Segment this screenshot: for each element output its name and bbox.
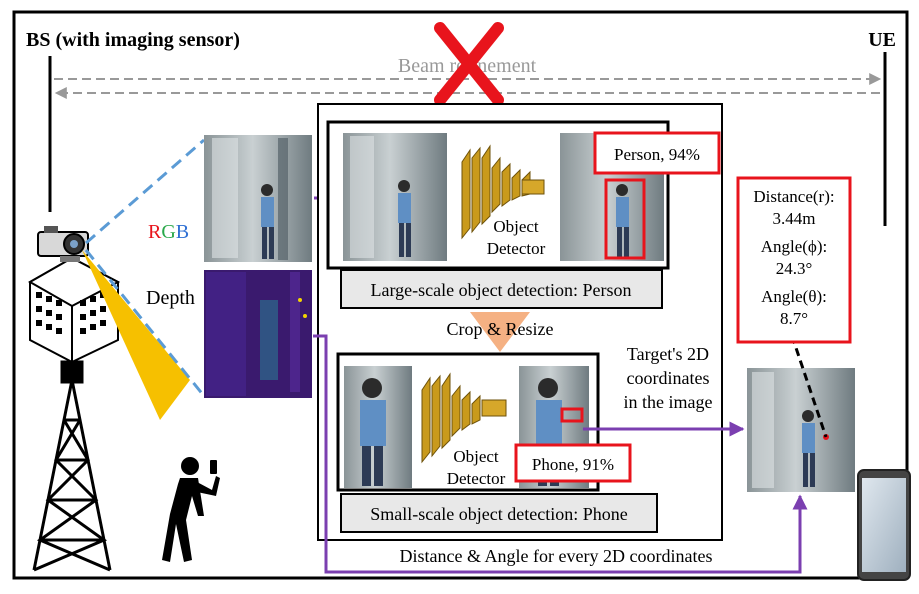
object-detector-icon: [421, 372, 507, 464]
small-stage-caption-box: [340, 493, 658, 533]
depth-label: Depth: [146, 287, 195, 309]
large-stage-caption-box: [340, 269, 663, 309]
large-input-image: [343, 133, 447, 261]
depth-to-result-arrow: [313, 334, 808, 574]
measurement-box: [736, 176, 852, 344]
object-detector-icon: [461, 144, 545, 240]
beam-cone: [82, 250, 190, 420]
small-detector-label-line1: Object: [453, 447, 499, 466]
phone-device-icon: [857, 469, 911, 581]
angle-theta-label: Angle(θ):: [761, 287, 827, 306]
target-text-line1: Target's 2D: [627, 344, 709, 364]
phone-bounding-box: [560, 407, 584, 423]
rgb-image: [204, 135, 312, 262]
large-detector-label-line2: Detector: [487, 239, 546, 258]
camera-icon: [37, 226, 89, 262]
crop-resize-arrow: [470, 312, 530, 352]
angle-phi-value: 24.3°: [776, 259, 813, 278]
rgb-label-b: B: [176, 221, 189, 243]
result-image: [747, 368, 855, 492]
distance-label: Distance(r):: [753, 187, 834, 206]
small-detector-label-line2: Detector: [447, 469, 506, 488]
bs-label: BS (with imaging sensor): [26, 29, 240, 51]
person-bounding-box: [604, 178, 646, 260]
base-station-building-icon: [27, 256, 121, 364]
rgb-label-g: G: [161, 221, 175, 243]
angle-theta-value: 8.7°: [780, 309, 808, 328]
field-of-view-lines: [84, 138, 206, 397]
walking-person-icon: [162, 457, 220, 562]
angle-phi-label: Angle(ϕ):: [761, 237, 828, 256]
cell-tower-icon: [32, 360, 112, 572]
small-stage-caption: Small-scale object detection: Phone: [370, 504, 627, 524]
distance-value: 3.44m: [773, 209, 816, 228]
ue-label: UE: [868, 29, 896, 51]
target-text-line3: in the image: [624, 392, 713, 412]
rgb-label: RGB: [148, 221, 189, 243]
small-input-image: [344, 366, 412, 488]
phone-detection-tag: [514, 443, 632, 483]
depth-image: [204, 270, 312, 398]
cancel-x-icon: [434, 22, 504, 106]
phone-detection-label: Phone, 91%: [532, 455, 614, 474]
beam-refinement-arrows: [54, 73, 882, 99]
person-detection-label: Person, 94%: [614, 145, 700, 164]
large-stage-caption: Large-scale object detection: Person: [370, 280, 631, 300]
target-text-line2: coordinates: [627, 368, 710, 388]
large-detector-label-line1: Object: [493, 217, 539, 236]
rgb-label-r: R: [148, 221, 162, 243]
person-detection-tag: [593, 131, 721, 175]
crop-resize-label: Crop & Resize: [447, 319, 554, 339]
bottom-label: Distance & Angle for every 2D coordinate…: [400, 546, 713, 566]
distance-ray: [790, 335, 828, 438]
